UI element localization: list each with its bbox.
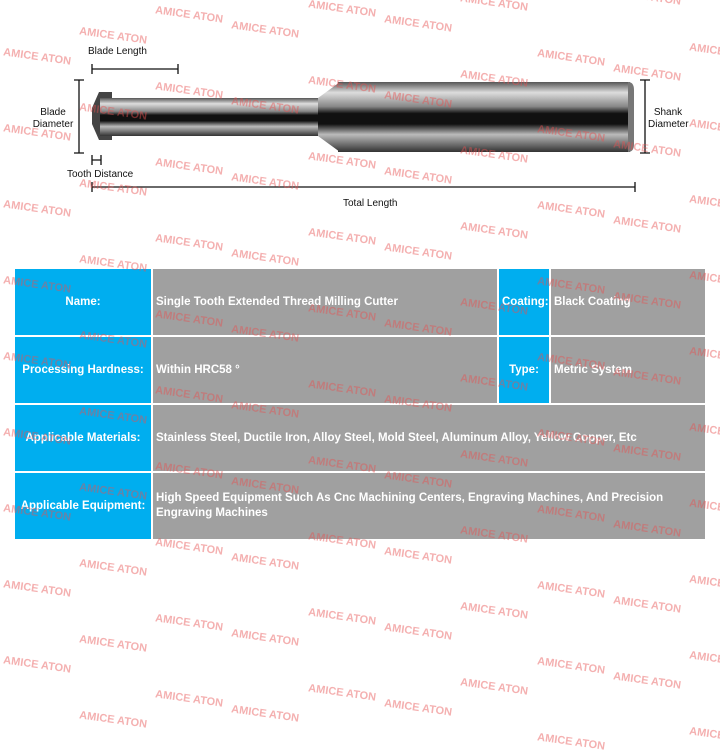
type-label: Type: [497,335,551,405]
blade-length-label: Blade Length [88,46,147,57]
table-row: Processing Hardness: Within HRC58 ° Type… [13,335,707,405]
hardness-label: Processing Hardness: [13,335,153,405]
watermark-text: AMICE ATON [612,670,682,692]
hardness-value: Within HRC58 ° [151,335,499,405]
watermark-text: AMICE ATON [612,594,682,616]
shank-diameter-label: Shank Diameter [648,107,689,130]
watermark-text: AMICE ATON [154,688,224,710]
watermark-text: AMICE ATON [230,551,300,573]
watermark-text: AMICE ATON [154,612,224,634]
materials-label: Applicable Materials: [13,403,153,473]
watermark-text: AMICE ATON [307,682,377,704]
tooth-distance-label: Tooth Distance [67,169,134,180]
watermark-text: AMICE ATON [78,709,148,731]
watermark-text: AMICE ATON [230,627,300,649]
coating-label: Coating: [497,267,551,337]
blade-diameter-label: Blade Diameter [32,107,74,130]
materials-value: Stainless Steel, Ductile Iron, Alloy Ste… [151,403,707,473]
watermark-text: AMICE ATON [78,633,148,655]
name-value: Single Tooth Extended Thread Milling Cut… [151,267,499,337]
watermark-text: AMICE ATON [230,703,300,725]
total-length-label: Total Length [343,198,398,209]
equipment-label: Applicable Equipment: [13,471,153,541]
watermark-text: AMICE ATON [2,578,72,600]
watermark-text: AMICE ATON [459,600,529,622]
thread-milling-cutter-illustration [74,64,650,192]
watermark-text: AMICE ATON [536,655,606,677]
watermark-text: AMICE ATON [78,557,148,579]
watermark-text: AMICE ATON [459,676,529,698]
table-row: Name: Single Tooth Extended Thread Milli… [13,267,707,337]
watermark-text: AMICE ATON [688,573,720,594]
watermark-text: AMICE ATON [383,241,453,263]
table-row: Applicable Materials: Stainless Steel, D… [13,403,707,473]
watermark-text: AMICE ATON [230,247,300,269]
watermark-text: AMICE ATON [383,621,453,643]
watermark-text: AMICE ATON [688,725,720,746]
name-label: Name: [13,267,153,337]
watermark-text: AMICE ATON [688,649,720,670]
type-value: Metric System [549,335,707,405]
watermark-text: AMICE ATON [383,697,453,719]
watermark-text: AMICE ATON [536,579,606,601]
watermark-text: AMICE ATON [2,654,72,676]
table-row: Applicable Equipment: High Speed Equipme… [13,471,707,541]
watermark-text: AMICE ATON [383,545,453,567]
spec-table: Name: Single Tooth Extended Thread Milli… [13,267,707,541]
equipment-value: High Speed Equipment Such As Cnc Machini… [151,471,707,541]
watermark-text: AMICE ATON [536,731,606,753]
watermark-text: AMICE ATON [307,606,377,628]
coating-value: Black Coating [549,267,707,337]
